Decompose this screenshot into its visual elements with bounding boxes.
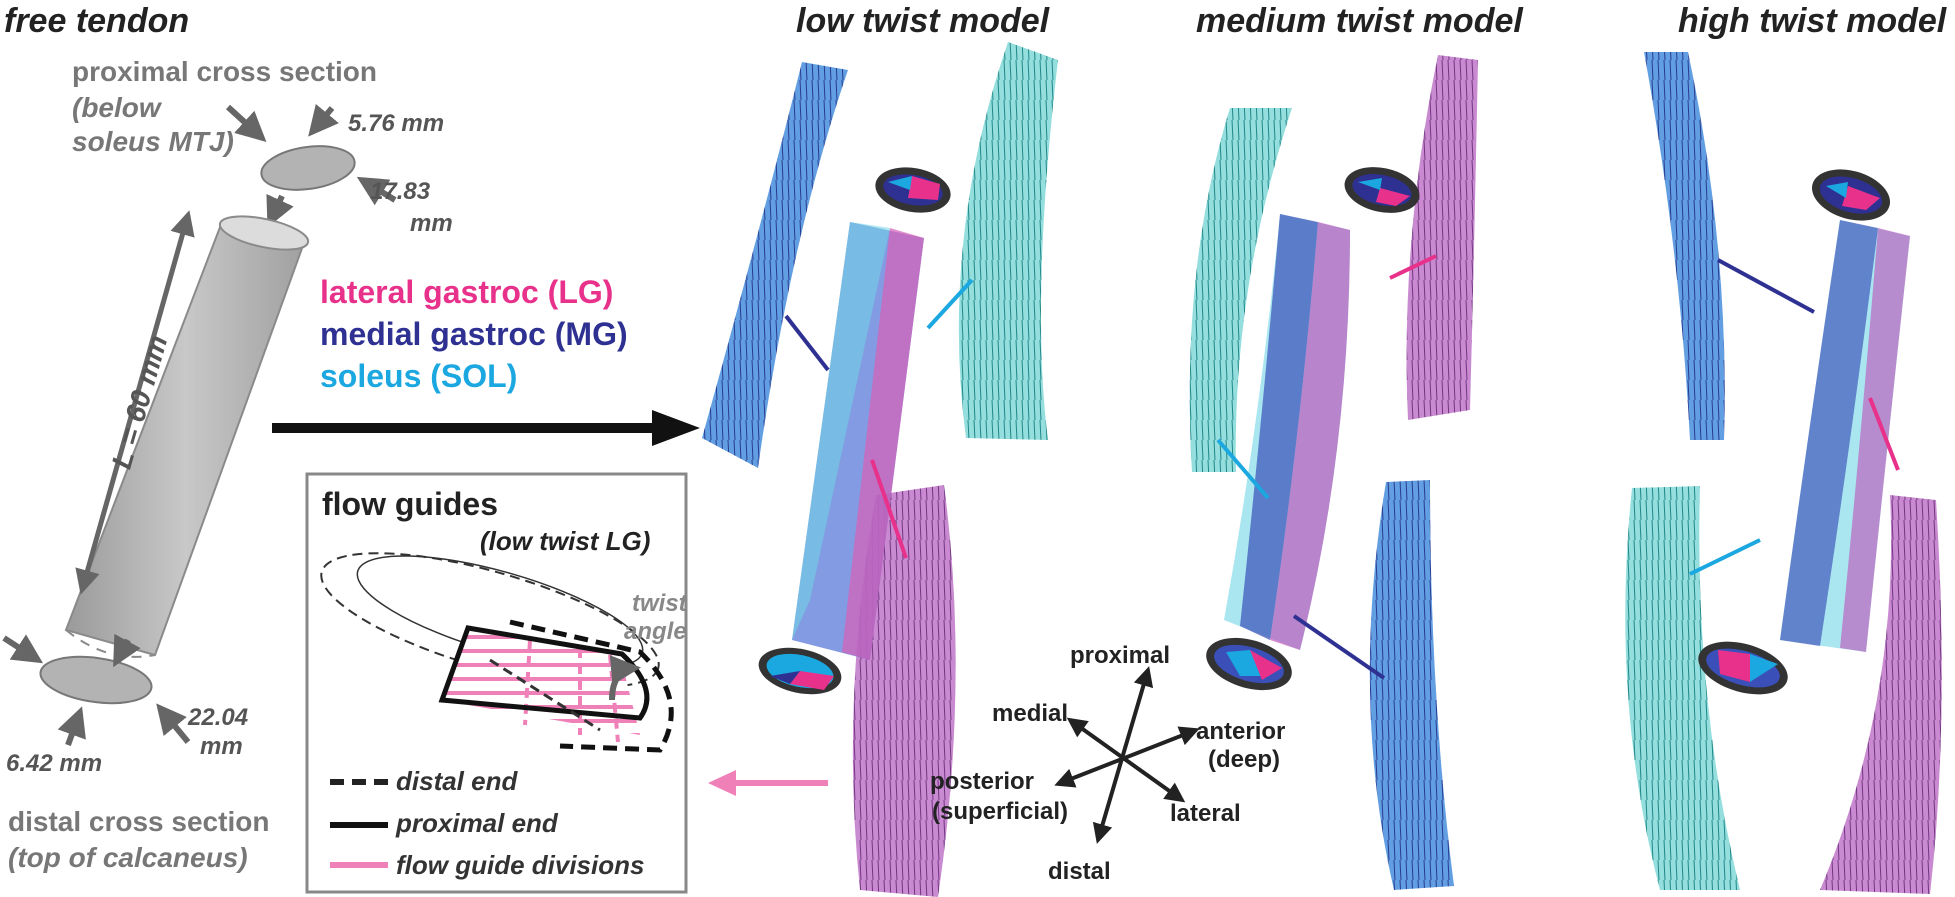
flow-guide-region <box>440 628 640 735</box>
axis-label-medial: medial <box>992 700 1069 727</box>
proximal-cross-section-note-2: soleus MTJ) <box>72 126 234 157</box>
medium-mg-connector <box>1292 614 1386 680</box>
high-tendon-mg-region <box>1780 220 1878 646</box>
legend-mg: medial gastroc (MG) <box>320 316 628 352</box>
axis-label-anterior-2: (deep) <box>1208 746 1280 773</box>
medium-tendon-mg-region <box>1240 214 1318 640</box>
high-proximal-pie <box>1811 169 1891 221</box>
proximal-cross-section-label: proximal cross section <box>72 56 378 87</box>
proximal-minor-dimension: 5.76 mm <box>348 110 445 137</box>
tendon-top-face <box>218 215 310 251</box>
distal-outer-dashed <box>320 552 660 688</box>
low-mg-fibers <box>702 62 848 468</box>
distal-major-dimension-2: mm <box>200 733 243 760</box>
twist-angle-label-2: angle <box>624 618 687 645</box>
legend-lg: lateral gastroc (LG) <box>320 274 614 310</box>
distal-cross-section-note: (top of calcaneus) <box>8 842 248 873</box>
distal-up-arrow <box>113 633 141 668</box>
free-tendon-title: free tendon <box>4 2 190 40</box>
anatomical-axes <box>1054 666 1200 844</box>
medium-lg-connector <box>1389 254 1437 280</box>
flow-guide-division-a <box>523 639 532 726</box>
medium-twist-title: medium twist model <box>1196 2 1523 40</box>
high-lg-fibers <box>1820 495 1942 894</box>
distal-end-outline <box>509 619 674 753</box>
tendon-cylinder <box>64 220 307 657</box>
high-sol-connector <box>1689 538 1761 576</box>
low-sol-connector <box>926 278 974 330</box>
axis-proximal-distal <box>1092 666 1154 844</box>
legend-sol: soleus (SOL) <box>320 358 518 394</box>
medium-sol-fibers <box>1189 108 1292 472</box>
high-twist-model <box>1625 52 1942 894</box>
high-mg-fibers <box>1644 52 1725 440</box>
low-lg-connector <box>870 459 908 559</box>
length-arrow <box>75 210 195 595</box>
low-mg-connector <box>784 314 830 372</box>
low-tendon-sol-region <box>792 222 890 640</box>
high-sol-fibers <box>1625 486 1740 890</box>
proximal-minor-arrow-a <box>225 104 267 143</box>
axis-label-proximal: proximal <box>1070 642 1171 669</box>
proximal-major-arrow <box>356 176 397 206</box>
free-tendon-panel <box>2 103 397 747</box>
distal-cross-section-label: distal cross section <box>8 806 270 837</box>
low-twist-title: low twist model <box>796 2 1050 40</box>
legend-proximal-end: proximal end <box>396 808 558 838</box>
medium-sol-connector <box>1216 438 1270 500</box>
distal-minor-arrow-b <box>57 706 86 747</box>
main-arrow-head <box>652 410 700 446</box>
axis-label-distal: distal <box>1048 858 1111 885</box>
medium-mg-fibers <box>1369 480 1454 890</box>
low-distal-pie <box>758 647 842 695</box>
distal-cross-section-shape <box>39 655 153 705</box>
twist-angle-label-1: twist <box>632 590 687 617</box>
proximal-major-dimension-1: 17.83 <box>370 178 431 205</box>
proximal-down-arrow <box>266 193 294 228</box>
axis-anterior-posterior <box>1054 726 1200 788</box>
axis-label-lateral: lateral <box>1170 800 1241 827</box>
axis-label-posterior-1: posterior <box>930 768 1035 795</box>
flow-guides-subtitle: (low twist LG) <box>480 526 651 556</box>
low-twist-model <box>702 42 1058 897</box>
flow-guides-title: flow guides <box>322 486 498 522</box>
medium-tendon-lg-region <box>1270 222 1350 650</box>
distal-major-arrow <box>156 703 191 744</box>
axis-label-posterior-2: (superficial) <box>932 798 1069 825</box>
axis-label-anterior-1: anterior <box>1196 718 1286 745</box>
axis-medial-lateral <box>1066 717 1186 803</box>
medium-distal-pie <box>1206 637 1292 691</box>
distal-major-dimension-1: 22.04 <box>188 704 249 731</box>
proximal-cross-section-shape <box>260 145 356 191</box>
twist-diagonal <box>489 658 601 732</box>
medium-proximal-pie <box>1344 167 1420 213</box>
distal-minor-dimension: 6.42 mm <box>6 750 103 777</box>
medium-twist-model <box>1189 55 1478 890</box>
proximal-major-dimension-2: mm <box>410 210 453 237</box>
low-tendon-lg-region <box>842 228 924 660</box>
flow-guides-diagram <box>320 552 674 868</box>
legend-flow-guide-divisions: flow guide divisions <box>396 850 645 880</box>
high-twist-title: high twist model <box>1678 2 1947 40</box>
pink-arrow-head <box>708 770 736 796</box>
twist-angle-arrow <box>609 655 641 701</box>
proximal-minor-arrow-b <box>308 103 339 137</box>
flow-guide-division-c <box>608 654 620 743</box>
low-sol-fibers <box>958 42 1058 440</box>
high-distal-pie <box>1698 641 1788 695</box>
low-proximal-pie <box>875 167 951 213</box>
proximal-cross-section-note-1: (below <box>72 92 161 123</box>
high-lg-connector <box>1868 397 1900 471</box>
legend-distal-end: distal end <box>396 766 518 796</box>
high-mg-connector <box>1717 258 1815 314</box>
distal-minor-arrow-a <box>2 634 44 664</box>
medium-lg-fibers <box>1406 55 1478 420</box>
high-tendon-lg-region <box>1840 228 1910 652</box>
